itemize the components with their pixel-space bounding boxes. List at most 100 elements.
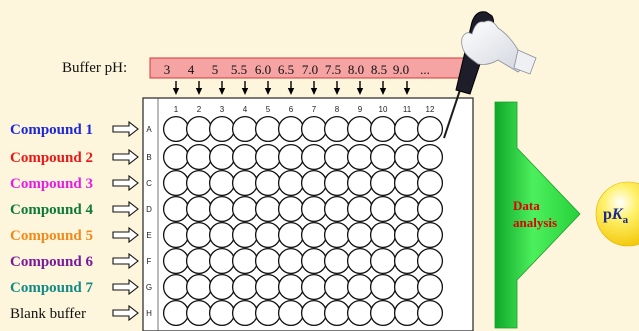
well bbox=[371, 197, 396, 222]
data-analysis-label: Data bbox=[513, 198, 540, 213]
well bbox=[164, 301, 189, 326]
well bbox=[164, 145, 189, 170]
down-arrow-icon bbox=[242, 81, 248, 95]
well bbox=[256, 301, 281, 326]
ph-value: 7.0 bbox=[302, 62, 318, 77]
well bbox=[395, 197, 420, 222]
down-arrow-icon bbox=[196, 81, 202, 95]
well bbox=[302, 197, 327, 222]
ph-value: 6.0 bbox=[255, 62, 271, 77]
compound-label: Compound 2 bbox=[10, 150, 93, 166]
down-arrow-icon bbox=[173, 81, 179, 95]
well bbox=[348, 145, 373, 170]
column-number: 10 bbox=[379, 105, 388, 114]
well bbox=[325, 117, 350, 142]
well bbox=[210, 223, 235, 248]
column-number: 6 bbox=[289, 105, 294, 114]
well bbox=[256, 223, 281, 248]
well bbox=[256, 275, 281, 300]
well bbox=[279, 275, 304, 300]
down-arrow-icon bbox=[265, 81, 271, 95]
well bbox=[325, 171, 350, 196]
well bbox=[348, 117, 373, 142]
well bbox=[302, 223, 327, 248]
well bbox=[418, 197, 443, 222]
well bbox=[233, 145, 258, 170]
well bbox=[371, 275, 396, 300]
well bbox=[371, 117, 396, 142]
well bbox=[348, 249, 373, 274]
well bbox=[233, 301, 258, 326]
row-letter: C bbox=[146, 179, 152, 188]
dispense-arrows bbox=[173, 81, 410, 95]
well bbox=[279, 249, 304, 274]
column-number: 2 bbox=[197, 105, 202, 114]
well bbox=[210, 301, 235, 326]
compound-label-group: Compound 1Compound 2Compound 3Compound 4… bbox=[10, 122, 138, 322]
well bbox=[233, 249, 258, 274]
well bbox=[187, 197, 212, 222]
well bbox=[395, 249, 420, 274]
well bbox=[325, 249, 350, 274]
well bbox=[233, 197, 258, 222]
column-number: 1 bbox=[174, 105, 179, 114]
down-arrow-icon bbox=[404, 81, 410, 95]
row-letter: D bbox=[146, 205, 152, 214]
down-arrow-icon bbox=[334, 81, 340, 95]
well bbox=[210, 249, 235, 274]
well bbox=[371, 301, 396, 326]
well bbox=[187, 145, 212, 170]
well bbox=[371, 249, 396, 274]
well bbox=[395, 145, 420, 170]
outline-right-arrow-icon bbox=[113, 228, 138, 242]
down-arrow-icon bbox=[219, 81, 225, 95]
well bbox=[233, 275, 258, 300]
down-arrow-icon bbox=[357, 81, 363, 95]
ph-value: 9.0 bbox=[393, 62, 409, 77]
well bbox=[187, 275, 212, 300]
well bbox=[348, 171, 373, 196]
well bbox=[371, 223, 396, 248]
well bbox=[348, 223, 373, 248]
compound-label: Compound 6 bbox=[10, 254, 93, 270]
well bbox=[210, 145, 235, 170]
well bbox=[187, 117, 212, 142]
column-number: 7 bbox=[312, 105, 317, 114]
well bbox=[256, 117, 281, 142]
ph-value: 3 bbox=[164, 62, 171, 77]
well bbox=[418, 223, 443, 248]
ph-value: 5 bbox=[212, 62, 219, 77]
well bbox=[348, 197, 373, 222]
well bbox=[302, 171, 327, 196]
column-number: 4 bbox=[243, 105, 248, 114]
well bbox=[348, 275, 373, 300]
well bbox=[371, 145, 396, 170]
well bbox=[279, 197, 304, 222]
data-analysis-label-2: analysis bbox=[513, 215, 557, 230]
well bbox=[418, 249, 443, 274]
well bbox=[395, 171, 420, 196]
row-letter: A bbox=[146, 125, 152, 134]
well bbox=[325, 145, 350, 170]
column-number: 9 bbox=[358, 105, 363, 114]
well bbox=[164, 275, 189, 300]
well bbox=[256, 145, 281, 170]
row-letter: B bbox=[146, 153, 151, 162]
well bbox=[279, 171, 304, 196]
ph-value: 5.5 bbox=[231, 62, 247, 77]
well bbox=[210, 117, 235, 142]
well bbox=[348, 301, 373, 326]
down-arrow-icon bbox=[288, 81, 294, 95]
well bbox=[395, 223, 420, 248]
row-letter: G bbox=[146, 283, 152, 292]
well bbox=[325, 197, 350, 222]
buffer-ph-label: Buffer pH: bbox=[62, 60, 127, 76]
well bbox=[164, 197, 189, 222]
well bbox=[395, 117, 420, 142]
ph-value: 7.5 bbox=[325, 62, 341, 77]
well bbox=[164, 249, 189, 274]
well bbox=[302, 275, 327, 300]
compound-label: Compound 5 bbox=[10, 228, 93, 244]
outline-right-arrow-icon bbox=[113, 280, 138, 294]
well bbox=[418, 117, 443, 142]
